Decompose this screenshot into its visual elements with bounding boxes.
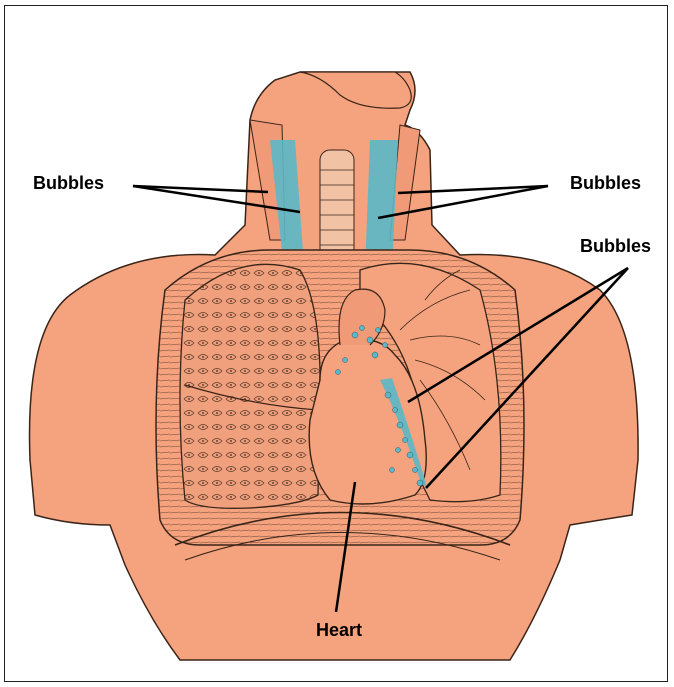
label-heart: Heart: [316, 620, 362, 640]
label-bubbles-right: Bubbles: [570, 173, 641, 193]
left-lung: [180, 264, 320, 508]
label-bubbles-lower-right: Bubbles: [580, 236, 651, 256]
label-bubbles-left: Bubbles: [33, 173, 104, 193]
